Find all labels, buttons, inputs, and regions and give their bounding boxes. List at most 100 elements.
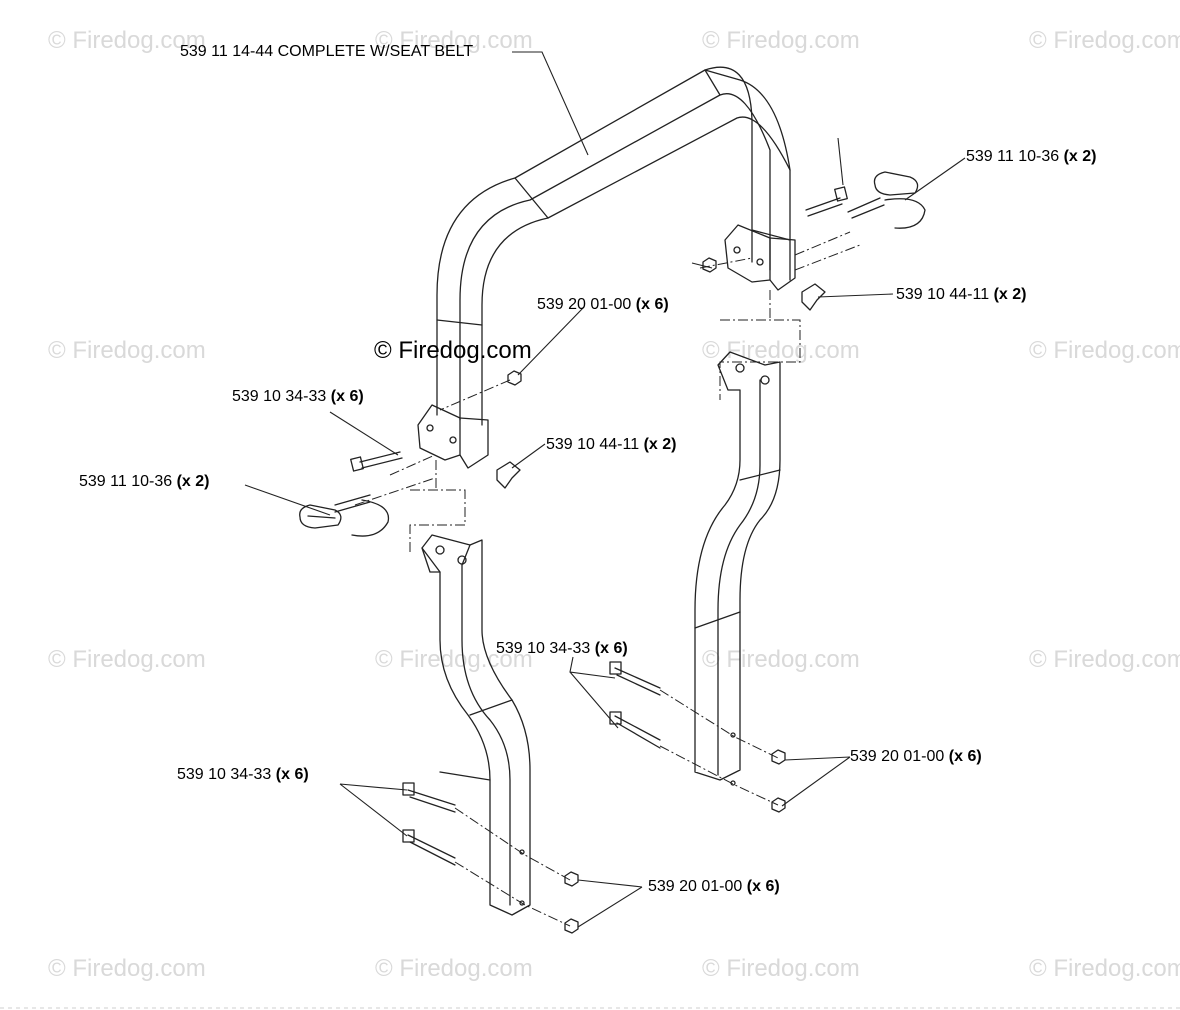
quantity: (x 2) <box>643 436 677 453</box>
right-upper-bolt <box>805 197 843 217</box>
part-number: 539 10 34-33 <box>232 388 327 405</box>
hoop-segment-line <box>751 229 791 241</box>
part-number: 539 10 34-33 <box>177 766 272 783</box>
left-alignment-line <box>409 489 466 555</box>
hoop-segment-line <box>704 69 721 96</box>
right-alignment-line <box>719 319 801 400</box>
leader-nut-upper-right <box>691 262 713 269</box>
upper-nut-left <box>507 370 522 386</box>
part-number: 539 10 44-11 <box>546 436 640 453</box>
part-number: 539 20 01-00 <box>648 878 743 895</box>
mid-right-bolt-1 <box>614 667 661 696</box>
left-pin-ring <box>299 504 342 529</box>
quantity: (x 2) <box>993 286 1027 303</box>
callout-bolt-lower-left: 539 10 34-33 (x 6) <box>177 766 309 784</box>
leader-knob-left <box>511 443 546 469</box>
right-knob <box>801 283 826 311</box>
left-post-segment <box>439 699 513 781</box>
left-upper-bolt <box>359 451 403 469</box>
leader-bolt-lower-left <box>339 783 408 837</box>
watermark: © Firedog.com <box>375 27 533 54</box>
watermark: © Firedog.com <box>1029 337 1180 364</box>
mid-right-nut-2 <box>771 797 786 813</box>
watermark: © Firedog.com <box>1029 955 1180 982</box>
leader-knob-right <box>817 293 894 298</box>
lower-nut-1 <box>564 871 579 887</box>
left-upper-bracket <box>417 404 461 461</box>
lower-left-bolt-2 <box>407 834 456 866</box>
leader-pin-left <box>244 484 331 516</box>
quantity: (x 2) <box>1063 148 1097 165</box>
hoop-segment-line <box>436 319 483 326</box>
quantity: (x 6) <box>746 878 780 895</box>
part-number: 539 11 10-36 <box>79 473 173 490</box>
part-number: 539 10 44-11 <box>896 286 990 303</box>
right-pin-ring <box>873 171 919 196</box>
leader-nut-upper-left <box>517 307 584 376</box>
left-lower-post <box>421 534 531 916</box>
watermark: © Firedog.com <box>702 646 860 673</box>
callout-bolt-left: 539 10 34-33 (x 6) <box>232 388 364 406</box>
right-lower-post <box>694 351 781 781</box>
lower-nut-2 <box>564 918 579 934</box>
callout-nut-lower: 539 20 01-00 (x 6) <box>648 878 780 896</box>
callout-complete-assembly: 539 11 14-44 COMPLETE W/SEAT BELT <box>180 43 474 60</box>
watermark: © Firedog.com <box>48 27 206 54</box>
quantity: (x 6) <box>275 766 309 783</box>
watermark: © Firedog.com <box>702 955 860 982</box>
watermark: © Firedog.com <box>375 646 533 673</box>
right-post-segment <box>694 469 781 629</box>
part-number: 539 10 34-33 <box>496 640 591 657</box>
right-pin-clip <box>884 198 926 229</box>
quantity: (x 6) <box>330 388 364 405</box>
callout-nut-upper: 539 20 01-00 (x 6) <box>537 296 669 314</box>
left-pin-clip <box>351 499 390 537</box>
leader-complete-assembly <box>512 51 589 156</box>
callout-pin-right: 539 11 10-36 (x 2) <box>966 148 1096 166</box>
left-pin-shaft <box>334 494 371 513</box>
watermark: © Firedog.com <box>1029 646 1180 673</box>
quantity: (x 2) <box>176 473 210 490</box>
part-number: 539 20 01-00 <box>850 748 945 765</box>
right-pin-shaft <box>847 197 885 219</box>
hoop-segment-line <box>514 177 549 219</box>
left-lower-bracket <box>421 544 471 573</box>
center-watermark: © Firedog.com <box>374 337 532 364</box>
right-lower-post-edge <box>717 379 761 776</box>
watermark: © Firedog.com <box>48 955 206 982</box>
left-upper-bracket-side <box>459 417 489 469</box>
watermark: © Firedog.com <box>375 955 533 982</box>
callout-nut-mid-right: 539 20 01-00 (x 6) <box>850 748 982 766</box>
quantity: (x 6) <box>594 640 628 657</box>
hoop-rear-edge <box>481 116 791 426</box>
lower-left-bolt-1 <box>407 789 456 813</box>
callout-knob-right: 539 10 44-11 (x 2) <box>896 286 1026 304</box>
leader-bolt-mid-right <box>569 656 619 729</box>
part-number: 539 20 01-00 <box>537 296 632 313</box>
quantity: (x 6) <box>948 748 982 765</box>
quantity: (x 6) <box>635 296 669 313</box>
callout-knob-left: 539 10 44-11 (x 2) <box>546 436 676 454</box>
left-lower-post-edge <box>461 564 511 906</box>
upper-nut-right <box>702 257 717 273</box>
watermark: © Firedog.com <box>1029 27 1180 54</box>
leader-pin-right <box>904 157 966 201</box>
leader-bolt-left <box>329 411 399 456</box>
leader-nut-mid-right <box>781 756 851 807</box>
callout-bolt-mid-right: 539 10 34-33 (x 6) <box>496 640 628 658</box>
watermark: © Firedog.com <box>702 27 860 54</box>
watermark: © Firedog.com <box>48 337 206 364</box>
watermark: © Firedog.com <box>702 337 860 364</box>
leader-nut-lower <box>577 879 643 928</box>
callout-pin-left: 539 11 10-36 (x 2) <box>79 473 209 491</box>
leader-bolt-right-top <box>837 137 844 186</box>
left-knob <box>496 461 521 489</box>
watermark: © Firedog.com <box>48 646 206 673</box>
right-upper-bracket-side <box>769 237 796 291</box>
mid-right-bolt-2 <box>614 715 661 749</box>
mid-right-nut-1 <box>771 749 786 765</box>
part-number: 539 11 10-36 <box>966 148 1060 165</box>
hoop-inner-edge <box>459 93 771 421</box>
